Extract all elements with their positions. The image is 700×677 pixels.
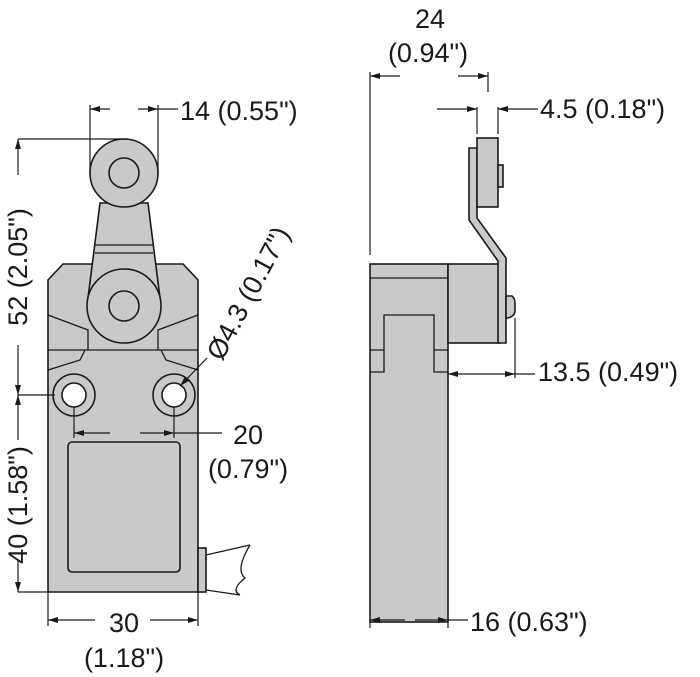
- dim-overall-depth-mm: 24: [415, 4, 445, 34]
- dim-lever-height: 52 (2.05"): [3, 208, 33, 326]
- side-head: [447, 263, 501, 344]
- side-roller: [476, 137, 499, 208]
- dim-roller-width: 14 (0.55"): [180, 96, 298, 126]
- side-view: [369, 137, 516, 623]
- dim-head-depth: 13.5 (0.49"): [538, 357, 678, 387]
- cable-gland: [197, 547, 207, 593]
- side-body: [369, 263, 449, 623]
- dim-hole-spacing-mm: 20: [233, 420, 263, 450]
- label-window: [67, 441, 181, 573]
- dim-overall-depth-in: (0.94"): [388, 38, 468, 68]
- dim-body-width-in: (1.18"): [84, 643, 164, 673]
- dim-lower-height: 40 (1.58"): [3, 446, 33, 564]
- dim-body-depth: 16 (0.63"): [470, 607, 588, 637]
- dim-hole-diameter: Ø4.3 (0.17"): [201, 222, 296, 365]
- dim-hole-spacing-in: (0.79"): [208, 454, 288, 484]
- dim-body-width-mm: 30: [109, 608, 139, 638]
- cable: [205, 544, 251, 596]
- dim-roller-thickness: 4.5 (0.18"): [540, 94, 665, 124]
- front-view: [47, 138, 251, 596]
- side-dimensions: 24 (0.94") 4.5 (0.18") 13.5 (0.49") 16 (…: [369, 4, 678, 637]
- plunger: [505, 295, 516, 319]
